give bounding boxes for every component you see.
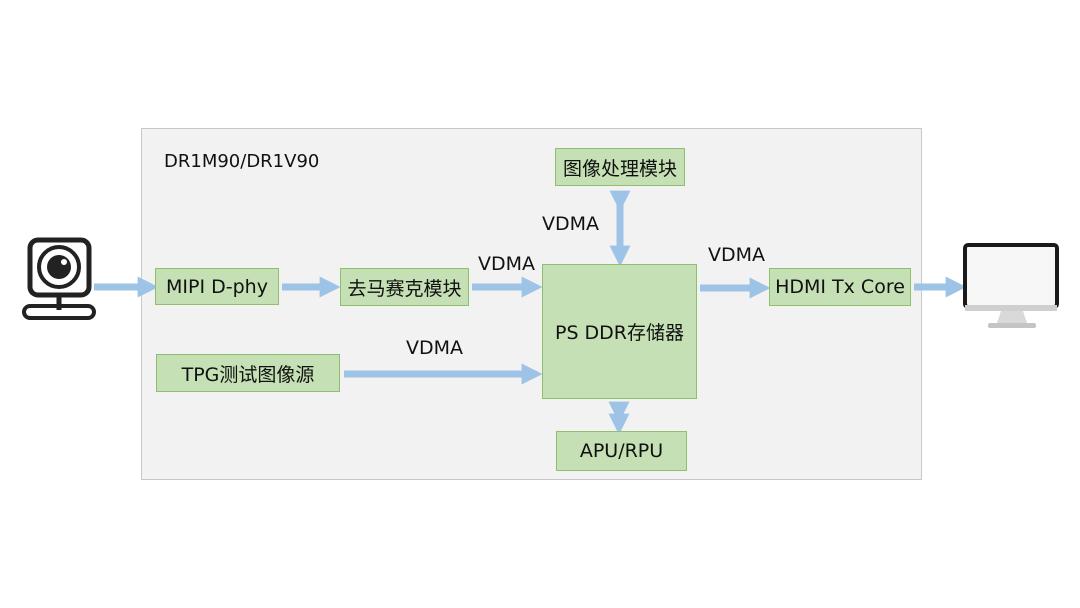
vdma-label-imageproc: VDMA (542, 213, 600, 235)
ps-ddr-block: PS DDR存储器 (542, 264, 697, 399)
webcam-icon (22, 237, 96, 320)
hdmi-tx-block: HDMI Tx Core (769, 268, 911, 306)
vdma-label-hdmi: VDMA (708, 244, 766, 266)
container-title: DR1M90/DR1V90 (164, 151, 320, 172)
image-processing-block: 图像处理模块 (555, 148, 685, 186)
vdma-label-tpg: VDMA (406, 337, 464, 359)
apu-rpu-block: APU/RPU (556, 431, 687, 471)
monitor-icon (963, 243, 1059, 328)
vdma-label-demosaic: VDMA (478, 253, 536, 275)
demosaic-block: 去马赛克模块 (340, 268, 469, 306)
tpg-block: TPG测试图像源 (156, 354, 340, 392)
mipi-dphy-block: MIPI D-phy (155, 268, 279, 305)
